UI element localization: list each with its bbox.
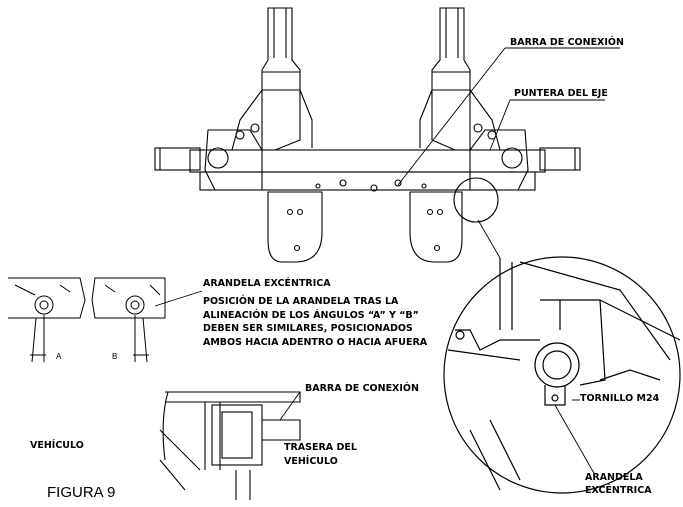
label-arandela-excentrica-2: EXCÉNTRICA <box>585 485 652 496</box>
instruction-line: ALINEACIÓN DE LOS ÁNGULOS “A” Y “B” <box>203 309 419 321</box>
label-trasera-vehiculo-2: VEHÍCULO <box>284 456 338 467</box>
label-arandela-excentrica-1: ARANDELA <box>585 472 643 483</box>
bottom-detail <box>159 391 301 500</box>
label-arandela-excentrica-title: ARANDELA EXCÉNTRICA <box>203 278 331 289</box>
leader-lines <box>154 47 620 307</box>
label-barra-conexion-detail: BARRA DE CONEXIÓN <box>305 383 419 394</box>
label-trasera-vehiculo-1: TRASERA DEL <box>284 442 357 453</box>
angle-label-a: A <box>56 352 62 361</box>
washer-detail-left <box>8 277 166 363</box>
label-frente-vehiculo: VEHÍCULO <box>30 440 84 451</box>
label-tornillo: TORNILLO M24 <box>580 393 660 404</box>
label-barra-conexion-top: BARRA DE CONEXIÓN <box>510 37 624 48</box>
instruction-line: DEBEN SER SIMILARES, POSICIONADOS <box>203 323 413 334</box>
axle-assembly <box>154 7 581 263</box>
label-puntera-eje: PUNTERA DEL EJE <box>514 88 608 99</box>
instructions-block: POSICIÓN DE LA ARANDELA TRAS LA ALINEACI… <box>203 295 427 349</box>
angle-label-b: B <box>112 352 118 361</box>
instruction-line: POSICIÓN DE LA ARANDELA TRAS LA <box>203 296 399 307</box>
instruction-line: AMBOS HACIA ADENTRO O HACIA AFUERA <box>203 336 428 348</box>
magnified-detail <box>443 256 681 494</box>
figure-caption: FIGURA 9 <box>47 484 116 501</box>
